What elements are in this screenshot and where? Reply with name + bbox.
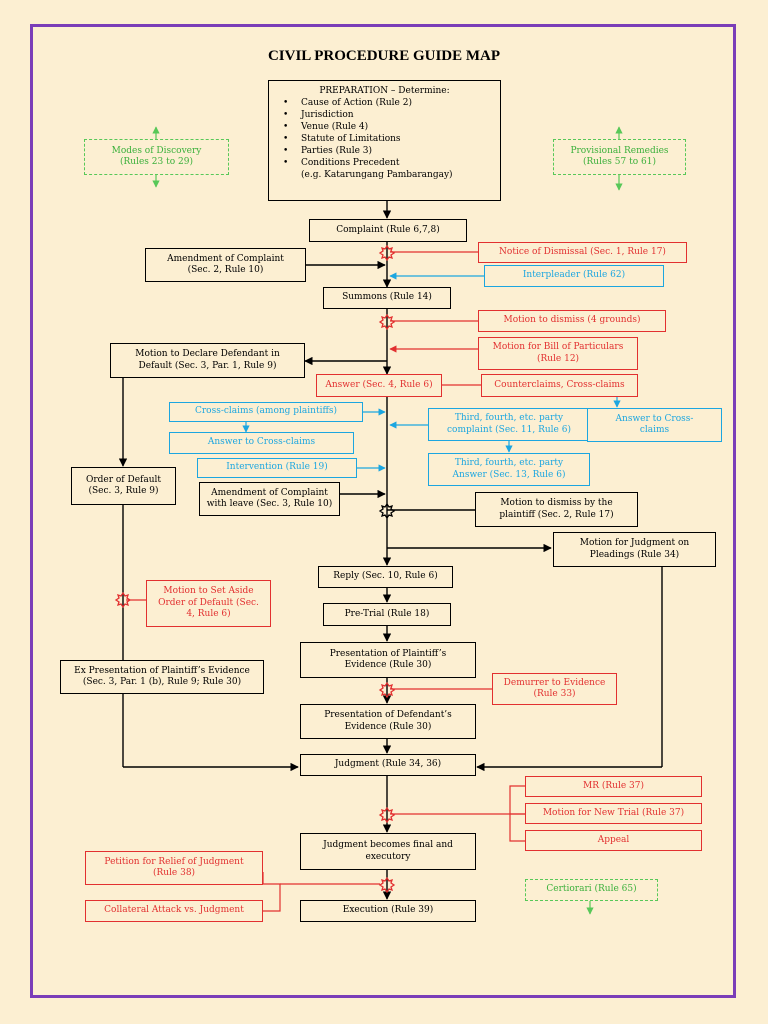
bill-of-particulars-box: Motion for Bill of Particulars(Rule 12) (478, 337, 638, 370)
relief-of-judgment-box: Petition for Relief of Judgment(Rule 38) (85, 851, 263, 885)
preparation-item: Cause of Action (Rule 2) (283, 97, 494, 109)
order-of-default-box: Order of Default(Sec. 3, Rule 9) (71, 467, 176, 505)
answer-crossclaims-right-box: Answer to Cross-claims (587, 408, 722, 442)
preparation-item: Venue (Rule 4) (283, 121, 494, 133)
preparation-list: Cause of Action (Rule 2) Jurisdiction Ve… (275, 97, 494, 169)
preparation-item: Jurisdiction (283, 109, 494, 121)
complaint-box: Complaint (Rule 6,7,8) (309, 219, 467, 242)
demurrer-box: Demurrer to Evidence(Rule 33) (492, 673, 617, 705)
counterclaims-box: Counterclaims, Cross-claims (481, 374, 638, 397)
motion-to-dismiss-box: Motion to dismiss (4 grounds) (478, 310, 666, 332)
page-title: CIVIL PROCEDURE GUIDE MAP (267, 48, 501, 64)
preparation-box: PREPARATION – Determine: Cause of Action… (268, 80, 501, 201)
preparation-item: Parties (Rule 3) (283, 145, 494, 157)
preparation-heading: PREPARATION – Determine: (319, 86, 450, 96)
judgment-box: Judgment (Rule 34, 36) (300, 754, 476, 776)
crossclaims-plaintiffs-box: Cross-claims (among plaintiffs) (169, 402, 363, 422)
interpleader-box: Interpleader (Rule 62) (484, 265, 664, 287)
mr-box: MR (Rule 37) (525, 776, 702, 797)
execution-box: Execution (Rule 39) (300, 900, 476, 922)
notice-of-dismissal-box: Notice of Dismissal (Sec. 1, Rule 17) (478, 242, 687, 263)
answer-crossclaims-left-box: Answer to Cross-claims (169, 432, 354, 454)
pretrial-box: Pre-Trial (Rule 18) (323, 603, 451, 626)
answer-box: Answer (Sec. 4, Rule 6) (316, 374, 442, 397)
amendment-of-complaint-box: Amendment of Complaint(Sec. 2, Rule 10) (145, 248, 306, 282)
page-frame (30, 24, 736, 998)
summons-box: Summons (Rule 14) (323, 287, 451, 309)
modes-of-discovery-box: Modes of Discovery(Rules 23 to 29) (84, 139, 229, 175)
reply-box: Reply (Sec. 10, Rule 6) (318, 566, 453, 588)
certiorari-box: Certiorari (Rule 65) (525, 879, 658, 901)
collateral-attack-box: Collateral Attack vs. Judgment (85, 900, 263, 922)
new-trial-box: Motion for New Trial (Rule 37) (525, 803, 702, 824)
intervention-box: Intervention (Rule 19) (197, 458, 357, 478)
preparation-note: (e.g. Katarungang Pambarangay) (301, 170, 453, 180)
appeal-box: Appeal (525, 830, 702, 851)
preparation-item: Conditions Precedent (283, 157, 494, 169)
ex-presentation-box: Ex Presentation of Plaintiff’s Evidence(… (60, 660, 264, 694)
preparation-item: Statute of Limitations (283, 133, 494, 145)
provisional-remedies-box: Provisional Remedies(Rules 57 to 61) (553, 139, 686, 175)
